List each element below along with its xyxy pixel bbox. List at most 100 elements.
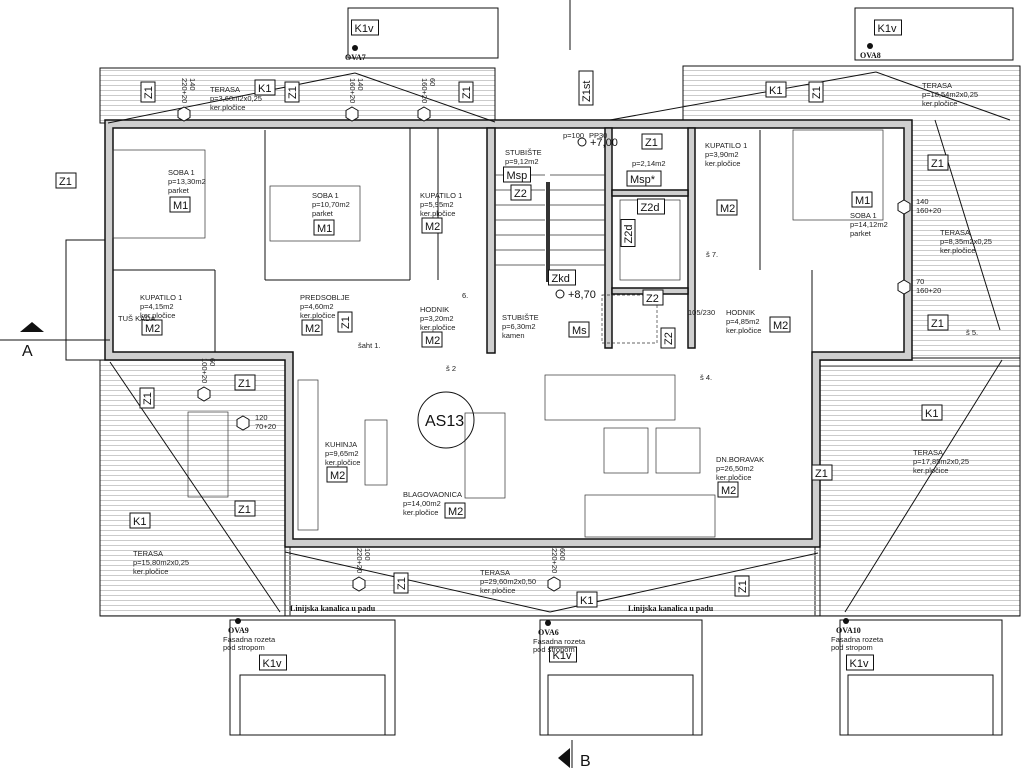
material-tag: M2 <box>769 316 791 333</box>
material-tag: K1 <box>576 591 598 608</box>
opening-width: 140 <box>188 78 197 91</box>
material-tag-label: K1 <box>580 595 593 607</box>
terrace-floor-finish: ker.pločice <box>913 466 948 475</box>
material-tag-label: M2 <box>720 203 735 215</box>
material-tag-label: Z1 <box>396 577 408 590</box>
material-tag-label: M2 <box>773 320 788 332</box>
drain-point-icon <box>843 618 849 624</box>
material-tag-label: Z1 <box>143 86 155 99</box>
material-tag-label: Z1 <box>815 468 828 480</box>
opening-width: 70 <box>916 277 924 286</box>
window-hex-icon <box>236 415 250 431</box>
opening-height: 220+20 <box>180 78 189 103</box>
level-label: +7,00 <box>590 137 618 149</box>
material-tag-label: K1 <box>133 516 146 528</box>
material-tag: K1 <box>765 81 787 98</box>
material-tag: M1 <box>169 196 191 213</box>
material-tag: Z2d <box>620 219 636 247</box>
room-area: p=4,60m2 <box>300 302 334 311</box>
room-name: HODNIK <box>420 305 449 314</box>
room-floor-finish: parket <box>850 229 872 238</box>
material-tag-label: K1 <box>925 408 938 420</box>
plan-note: Linijska kanalica u padu <box>628 604 714 613</box>
material-tag: Z2 <box>510 184 532 201</box>
room-floor-finish: ker.pločice <box>705 159 740 168</box>
material-tag-label: M2 <box>425 335 440 347</box>
room-area: p=4,15m2 <box>140 302 174 311</box>
material-tag-label: Z2 <box>646 293 659 305</box>
plan-note: Linijska kanalica u padu <box>290 604 376 613</box>
window-hex-icon <box>897 199 911 215</box>
material-tag: K1 <box>254 79 276 96</box>
room-area: p=3,20m2 <box>420 314 454 323</box>
material-tag: Z1 <box>140 81 156 103</box>
room-floor-finish: ker.pločice <box>140 311 175 320</box>
material-tag: Z2d <box>637 198 665 215</box>
material-tag: Zkd <box>548 269 576 286</box>
drain-note: pod stropom <box>831 643 873 652</box>
material-tag: M1 <box>313 219 335 236</box>
drain-point-icon <box>867 43 873 49</box>
plan-note: š 2 <box>446 364 456 373</box>
material-tag-label: M2 <box>721 485 736 497</box>
room-name: KUPATILO 1 <box>705 141 747 150</box>
material-tag-label: M1 <box>317 223 332 235</box>
terrace-floor-finish: ker.pločice <box>133 567 168 576</box>
material-tag-label: Msp* <box>630 174 656 186</box>
material-tag: K1 <box>921 404 943 421</box>
terrace-floor-finish: ker.pločice <box>480 586 515 595</box>
material-tag-label: M2 <box>145 323 160 335</box>
opening-width: 140 <box>916 197 929 206</box>
room-area: p=2,14m2 <box>632 159 666 168</box>
material-tag: Z1 <box>458 81 474 103</box>
room-name: SOBA 1 <box>312 191 339 200</box>
material-tag-label: Z1 <box>142 392 154 405</box>
room-area: p=3,90m2 <box>705 150 739 159</box>
opening-width: 140 <box>356 78 365 91</box>
material-tag: M2 <box>716 199 738 216</box>
terrace-area: p=17,85m2x0,25 <box>913 457 969 466</box>
material-tag: K1v <box>874 19 902 36</box>
material-tag-label: Z1 <box>238 378 251 390</box>
plan-note: š 4. <box>700 373 712 382</box>
material-tag-label: K1v <box>355 23 374 35</box>
drain-code: OVA6 <box>538 628 559 637</box>
material-tag: Z1 <box>139 387 155 409</box>
room-area: p=13,30m2 <box>168 177 206 186</box>
room-name: PREDSOBLJE <box>300 293 350 302</box>
window-hex-icon <box>345 106 359 122</box>
room-name: HODNIK <box>726 308 755 317</box>
drain-code: OVA8 <box>860 51 881 60</box>
material-tag-label: Z2 <box>514 188 527 200</box>
material-tag: Z1 <box>927 154 949 171</box>
room-floor-finish: ker.pločice <box>403 508 438 517</box>
material-tag: Z1 <box>734 575 750 597</box>
material-tag: Z1 <box>234 500 256 517</box>
drain-code: OVA9 <box>228 626 249 635</box>
room-floor-finish: parket <box>312 209 334 218</box>
opening-width: 100 <box>363 548 372 561</box>
material-tag: Z1 <box>927 314 949 331</box>
room-floor-finish: ker.pločice <box>300 311 335 320</box>
material-tag: Ms <box>568 321 590 338</box>
material-tag: Msp <box>503 166 531 183</box>
terrace-area: p=29,60m2x0,50 <box>480 577 536 586</box>
material-tag: K1v <box>351 19 379 36</box>
terrace-name: TERASA <box>940 228 970 237</box>
terrace-name: TERASA <box>480 568 510 577</box>
opening-height: 100+20 <box>200 358 209 383</box>
unit-label: AS13 <box>425 413 464 430</box>
plan-note: PP30 <box>589 131 607 140</box>
material-tag-label: Z1 <box>737 580 749 593</box>
room-area: p=14,12m2 <box>850 220 888 229</box>
material-tag-label: K1v <box>878 23 897 35</box>
material-tag-label: M2 <box>305 323 320 335</box>
plan-note: 6. <box>462 291 468 300</box>
drain-note: pod stropom <box>533 645 575 654</box>
material-tag: K1v <box>259 654 287 671</box>
material-tag-label: K1v <box>263 658 282 670</box>
material-tag: Z1 <box>55 172 77 189</box>
opening-width: 600 <box>558 548 567 561</box>
material-tag-label: K1v <box>553 650 572 662</box>
drain-point-icon <box>545 620 551 626</box>
